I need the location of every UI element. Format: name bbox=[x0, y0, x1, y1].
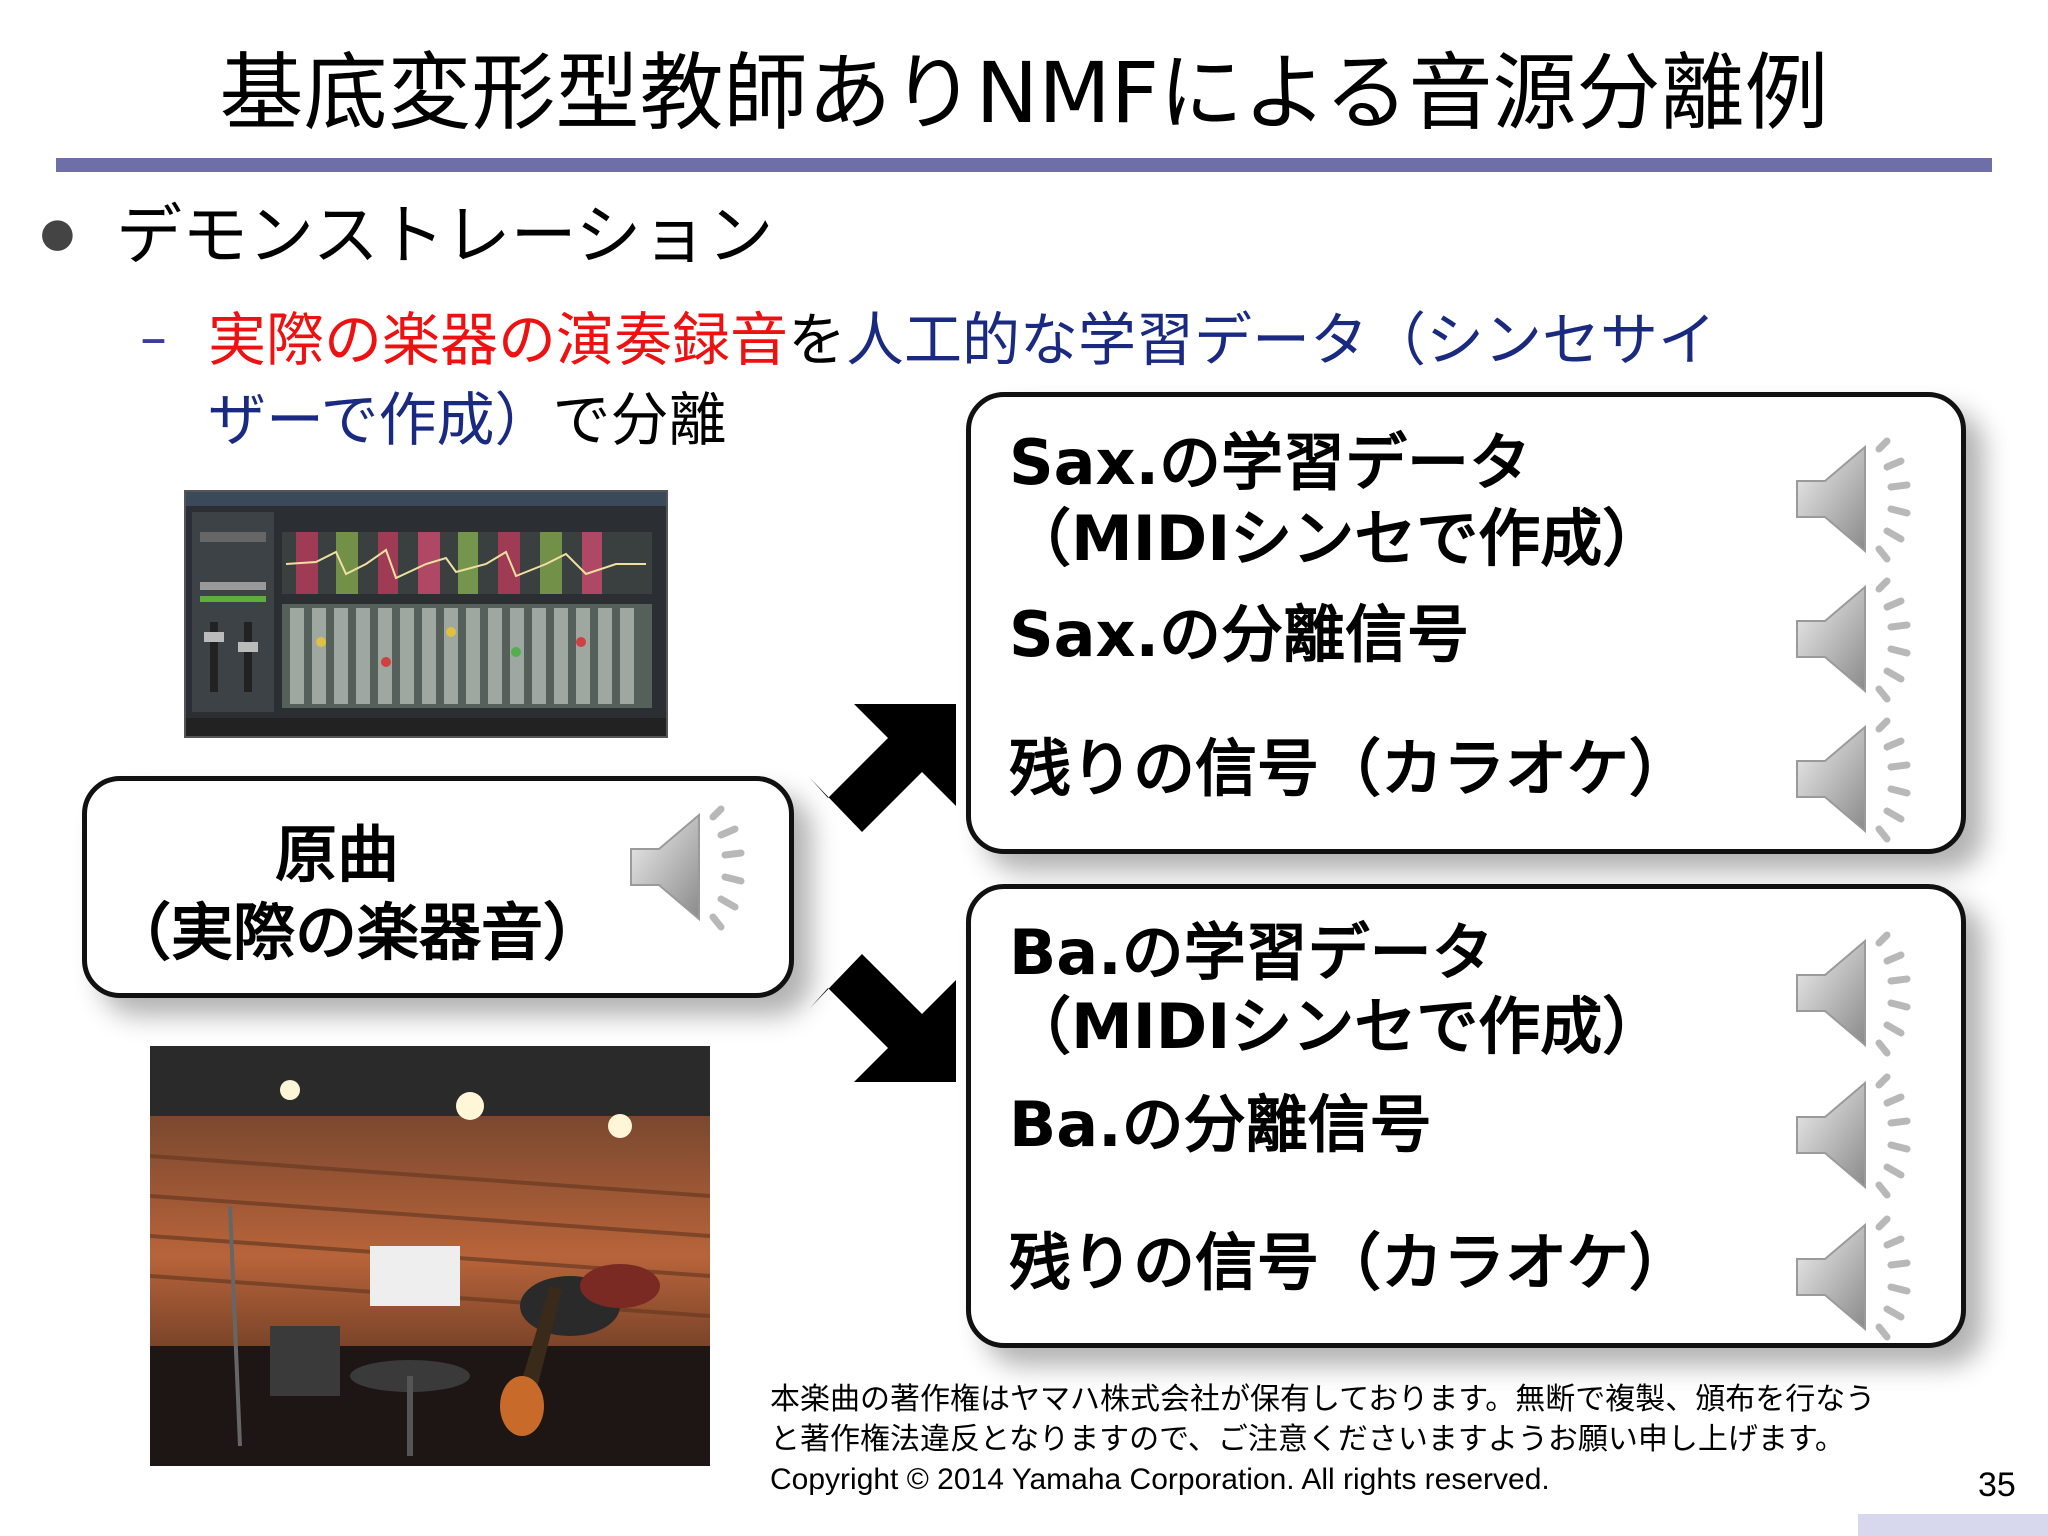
bass-results-box: Ba.の学習データ （MIDIシンセで作成） Ba.の分離信号 残りの信号（カラ… bbox=[966, 884, 1966, 1348]
bass-training-label: Ba.の学習データ bbox=[1009, 916, 1494, 989]
original-label: 原曲 bbox=[275, 818, 400, 891]
bass-training-sublabel: （MIDIシンセで作成） bbox=[1009, 990, 1665, 1063]
studio-photo-image bbox=[150, 1046, 710, 1466]
slide-title: 基底変形型教師ありNMFによる音源分離例 bbox=[219, 44, 1829, 142]
copyright-line-1: 本楽曲の著作権はヤマハ株式会社が保有しております。無断で複製、頒布を行なう bbox=[770, 1383, 1876, 1416]
copyright-notice: 本楽曲の著作権はヤマハ株式会社が保有しております。無断で複製、頒布を行なう と著… bbox=[770, 1380, 1875, 1500]
copyright-line-2: と著作権法違反となりますので、ご注意くださいますようお願い申し上げます。 bbox=[770, 1423, 1845, 1456]
sub-bullet-red-text: 実際の楽器の演奏録音 bbox=[208, 306, 789, 374]
speaker-icon[interactable] bbox=[621, 797, 761, 937]
speaker-icon[interactable] bbox=[1787, 709, 1927, 849]
copyright-line-3: Copyright © 2014 Yamaha Corporation. All… bbox=[770, 1463, 1550, 1496]
bass-separated-label: Ba.の分離信号 bbox=[1009, 1088, 1432, 1161]
speaker-icon[interactable] bbox=[1787, 923, 1927, 1063]
sax-training-label: Sax.の学習データ bbox=[1009, 426, 1532, 499]
arrow-icon bbox=[810, 954, 956, 1082]
sax-residual-label: 残りの信号（カラオケ） bbox=[1009, 732, 1692, 805]
software-screenshot-image bbox=[184, 490, 668, 738]
sax-training-sublabel: （MIDIシンセで作成） bbox=[1009, 502, 1665, 575]
speaker-icon[interactable] bbox=[1787, 429, 1927, 569]
sax-results-box: Sax.の学習データ （MIDIシンセで作成） Sax.の分離信号 残りの信号（… bbox=[966, 392, 1966, 854]
sax-separated-label: Sax.の分離信号 bbox=[1009, 598, 1470, 671]
corner-decoration bbox=[1858, 1514, 2048, 1536]
sub-bullet-line-2: ザーで作成）で分離 bbox=[208, 380, 727, 460]
arrow-icon bbox=[810, 704, 956, 832]
title-underline bbox=[56, 158, 1992, 172]
page-number: 35 bbox=[1978, 1466, 2016, 1504]
speaker-icon[interactable] bbox=[1787, 1207, 1927, 1347]
sub-bullet-dash-icon: – bbox=[140, 306, 167, 369]
bass-residual-label: 残りの信号（カラオケ） bbox=[1009, 1226, 1692, 1299]
sub-bullet-navy-text-2: ザーで作成） bbox=[208, 386, 553, 454]
speaker-icon[interactable] bbox=[1787, 569, 1927, 709]
bullet-demonstration: デモンストレーション bbox=[116, 197, 774, 274]
sub-bullet-line-1: 実際の楽器の演奏録音を人工的な学習データ（シンセサイ bbox=[208, 300, 1716, 380]
sub-bullet-navy-text-1: 人工的な学習データ（シンセサイ bbox=[846, 306, 1717, 374]
speaker-icon[interactable] bbox=[1787, 1065, 1927, 1205]
sub-bullet-particle: を bbox=[788, 306, 847, 374]
original-sublabel: （実際の楽器音） bbox=[109, 896, 606, 969]
bullet-dot-icon: ● bbox=[40, 210, 75, 256]
original-audio-box: 原曲 （実際の楽器音） bbox=[82, 776, 794, 998]
sub-bullet-tail: で分離 bbox=[552, 386, 727, 454]
